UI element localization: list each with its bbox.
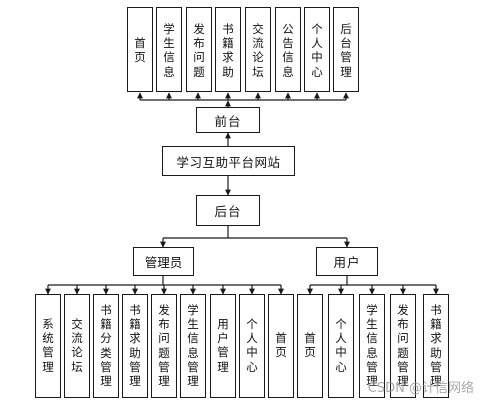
user-item-label: 发布问题管理 bbox=[397, 303, 409, 389]
frontend-node: 前台 bbox=[196, 107, 260, 133]
admin-item-label: 用户管理 bbox=[217, 317, 229, 374]
admin-item-student-info: 学生信息管理 bbox=[180, 294, 206, 398]
frontend-item-label: 后台管理 bbox=[340, 22, 352, 79]
admin-item-label: 书籍求助管理 bbox=[129, 303, 141, 389]
admin-item-label: 个人中心 bbox=[246, 317, 258, 374]
frontend-item-label: 个人中心 bbox=[311, 22, 323, 79]
admin-item-label: 首页 bbox=[275, 331, 287, 360]
frontend-item-label: 首页 bbox=[134, 36, 146, 65]
user-node-label: 用户 bbox=[333, 255, 361, 270]
frontend-item-label: 学生信息 bbox=[163, 22, 175, 79]
user-item-home: 首页 bbox=[297, 294, 323, 398]
admin-item-label: 学生信息管理 bbox=[187, 303, 199, 389]
frontend-item-label: 公告信息 bbox=[282, 22, 294, 79]
frontend-item-post-question: 发布问题 bbox=[186, 7, 212, 92]
frontend-node-label: 前台 bbox=[214, 113, 242, 129]
site-title-label: 学习互助平台网站 bbox=[176, 154, 281, 170]
admin-item-user: 用户管理 bbox=[210, 294, 236, 398]
frontend-item-label: 书籍求助 bbox=[222, 22, 234, 79]
backend-node-label: 后台 bbox=[214, 204, 242, 219]
admin-item-label: 系统管理 bbox=[42, 317, 54, 374]
admin-item-home: 首页 bbox=[268, 294, 294, 398]
user-item-book-help: 书籍求助管理 bbox=[423, 294, 449, 398]
admin-item-label: 交流论坛 bbox=[71, 317, 83, 374]
site-title-node: 学习互助平台网站 bbox=[162, 146, 295, 176]
admin-item-forum: 交流论坛 bbox=[64, 294, 90, 398]
frontend-item-admin-panel: 后台管理 bbox=[333, 7, 359, 92]
backend-node: 后台 bbox=[196, 195, 260, 226]
admin-item-profile: 个人中心 bbox=[239, 294, 265, 398]
frontend-item-profile: 个人中心 bbox=[304, 7, 330, 92]
frontend-item-book-help: 书籍求助 bbox=[215, 7, 241, 92]
user-item-post-question: 发布问题管理 bbox=[390, 294, 416, 398]
user-node: 用户 bbox=[316, 247, 378, 276]
user-item-label: 首页 bbox=[304, 331, 316, 360]
admin-item-label: 书籍分类管理 bbox=[100, 303, 112, 389]
watermark: CSDN @计信网络 bbox=[367, 381, 474, 396]
admin-item-system: 系统管理 bbox=[35, 294, 61, 398]
admin-item-post-question: 发布问题管理 bbox=[151, 294, 177, 398]
user-item-label: 个人中心 bbox=[335, 317, 347, 374]
frontend-item-label: 交流论坛 bbox=[252, 22, 264, 79]
user-item-label: 书籍求助管理 bbox=[430, 303, 442, 389]
admin-node-label: 管理员 bbox=[144, 255, 183, 270]
frontend-item-home: 首页 bbox=[127, 7, 153, 92]
admin-item-book-help: 书籍求助管理 bbox=[122, 294, 148, 398]
admin-item-label: 发布问题管理 bbox=[158, 303, 170, 389]
frontend-item-announcement: 公告信息 bbox=[275, 7, 301, 92]
frontend-item-label: 发布问题 bbox=[193, 22, 205, 79]
frontend-item-forum: 交流论坛 bbox=[245, 7, 271, 92]
user-item-student-info: 学生信息管理 bbox=[359, 294, 385, 398]
user-item-profile: 个人中心 bbox=[328, 294, 354, 398]
admin-item-book-category: 书籍分类管理 bbox=[93, 294, 119, 398]
user-item-label: 学生信息管理 bbox=[366, 303, 378, 389]
admin-node: 管理员 bbox=[133, 247, 194, 276]
frontend-item-student-info: 学生信息 bbox=[156, 7, 182, 92]
